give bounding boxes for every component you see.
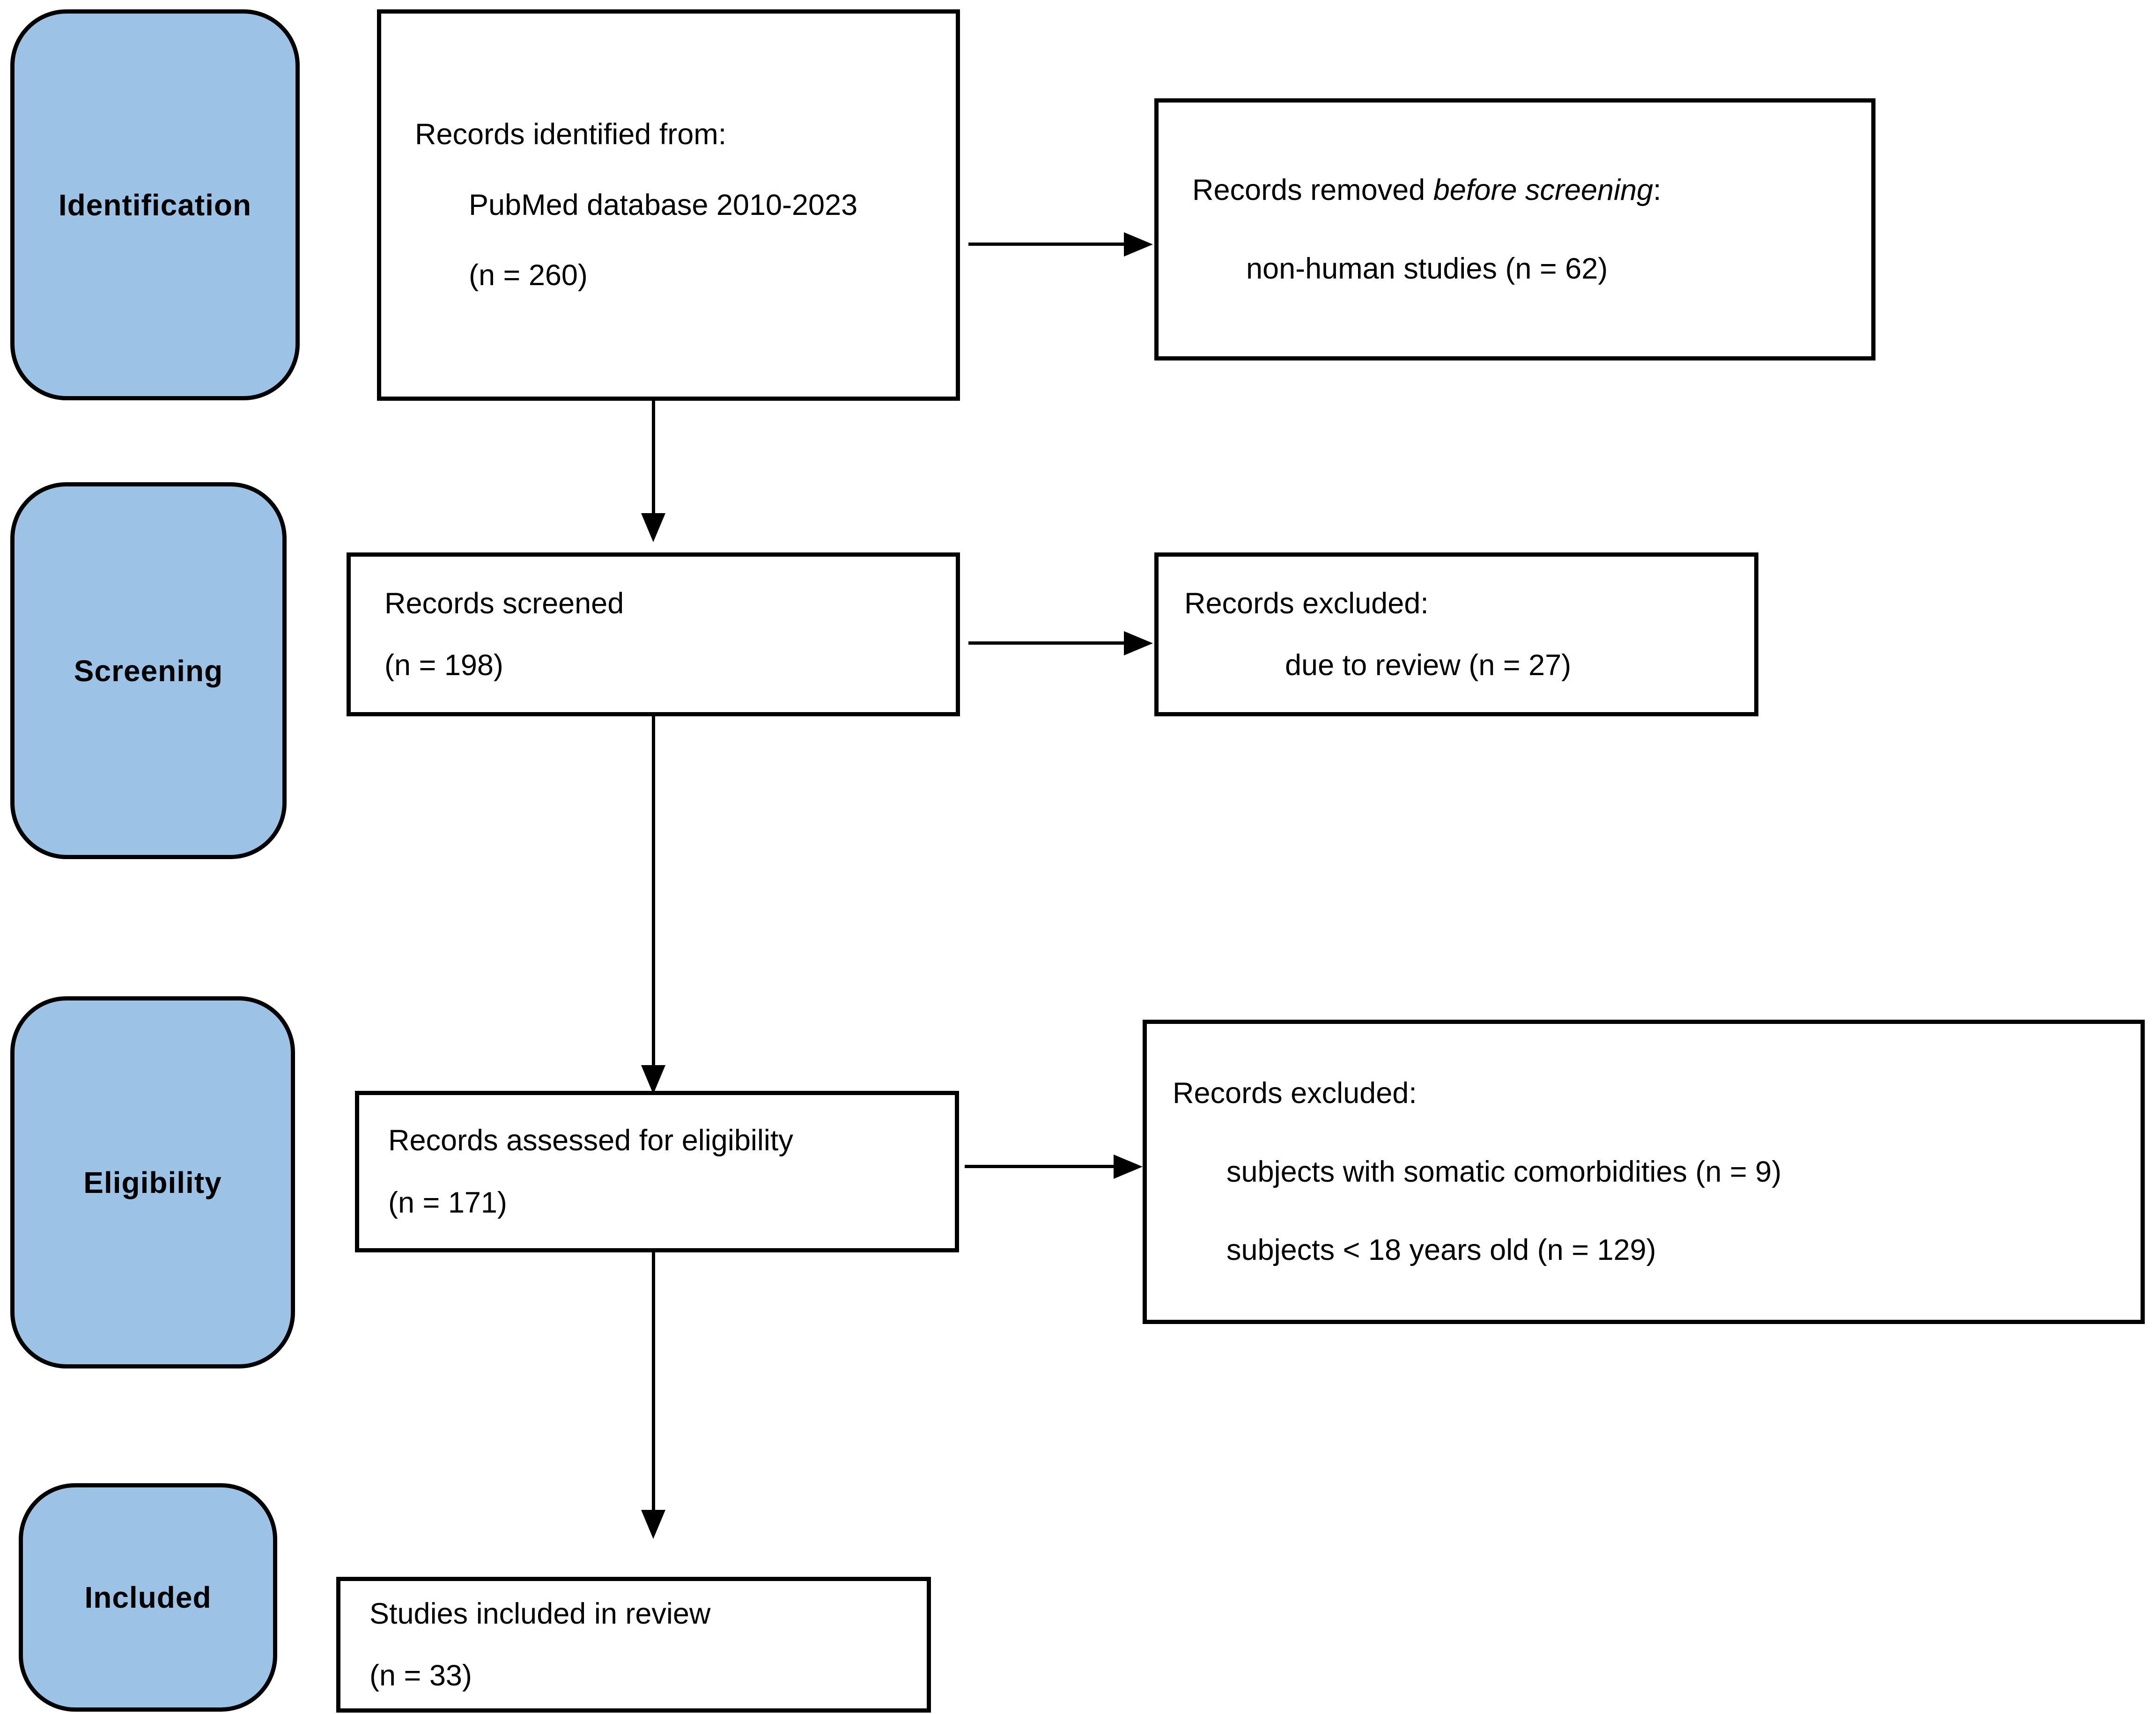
- spacer: [415, 152, 946, 188]
- box-records-identified: Records identified from: PubMed database…: [377, 9, 960, 401]
- arrowhead-assessed-to-included: [641, 1510, 665, 1539]
- records-identified-count: (n = 260): [469, 259, 588, 292]
- connector-identified-to-screened: [652, 401, 655, 515]
- spacer: [369, 1631, 917, 1659]
- connector-assessed-to-excluded: [965, 1165, 1117, 1168]
- spacer: [1173, 1111, 2131, 1155]
- stage-pill-eligibility: Eligibility: [10, 996, 295, 1368]
- arrowhead-assessed-to-excluded: [1114, 1155, 1143, 1179]
- arrowhead-identified-to-screened: [641, 513, 665, 542]
- stage-label-screening: Screening: [74, 654, 223, 688]
- box-records-assessed: Records assessed for eligibility (n = 17…: [355, 1091, 959, 1252]
- records-excluded-eligibility-heading: Records excluded:: [1173, 1077, 1417, 1110]
- records-removed-heading: Records removed before screening:: [1192, 173, 1862, 207]
- studies-included-label: Studies included in review: [369, 1597, 711, 1630]
- spacer: [1184, 620, 1745, 648]
- spacer: [384, 620, 946, 648]
- connector-assessed-to-included: [652, 1252, 655, 1512]
- stage-label-identification: Identification: [58, 188, 252, 222]
- stage-label-eligibility: Eligibility: [83, 1165, 222, 1199]
- stage-pill-identification: Identification: [10, 9, 300, 400]
- box-records-removed-before-screening: Records removed before screening: non-hu…: [1154, 98, 1875, 360]
- records-removed-heading-suffix: :: [1653, 174, 1661, 207]
- stage-label-included: Included: [84, 1581, 212, 1614]
- records-identified-line1: Records identified from:: [415, 118, 727, 151]
- records-screened-count: (n = 198): [384, 649, 503, 682]
- stage-pill-included: Included: [19, 1483, 277, 1712]
- box-records-excluded-screening: Records excluded: due to review (n = 27): [1154, 552, 1758, 716]
- connector-screened-to-excluded: [968, 641, 1128, 645]
- arrowhead-screened-to-excluded: [1124, 631, 1153, 655]
- box-records-excluded-eligibility: Records excluded: subjects with somatic …: [1143, 1020, 2145, 1324]
- records-assessed-count: (n = 171): [388, 1186, 507, 1219]
- arrowhead-screened-to-assessed: [641, 1065, 665, 1094]
- spacer: [1173, 1189, 2131, 1233]
- box-records-screened: Records screened (n = 198): [347, 552, 960, 716]
- arrowhead-identified-to-removed: [1124, 232, 1153, 257]
- box-studies-included: Studies included in review (n = 33): [336, 1577, 931, 1713]
- connector-screened-to-assessed: [652, 716, 655, 1067]
- connector-identified-to-removed: [968, 243, 1128, 246]
- records-excluded-screening-heading: Records excluded:: [1184, 587, 1429, 620]
- records-excluded-eligibility-detail-2: subjects < 18 years old (n = 129): [1226, 1234, 1656, 1267]
- spacer: [1192, 207, 1862, 252]
- studies-included-count: (n = 33): [369, 1659, 472, 1692]
- records-excluded-screening-detail: due to review (n = 27): [1285, 649, 1572, 682]
- records-excluded-eligibility-detail-1: subjects with somatic comorbidities (n =…: [1226, 1155, 1782, 1188]
- records-removed-heading-italic: before screening: [1433, 174, 1654, 207]
- spacer: [415, 222, 946, 258]
- records-removed-heading-prefix: Records removed: [1192, 174, 1433, 207]
- records-identified-source: PubMed database 2010-2023: [469, 188, 858, 221]
- spacer: [388, 1158, 945, 1186]
- stage-pill-screening: Screening: [10, 482, 287, 859]
- records-removed-detail: non-human studies (n = 62): [1246, 252, 1608, 285]
- records-screened-label: Records screened: [384, 587, 624, 620]
- records-assessed-label: Records assessed for eligibility: [388, 1124, 793, 1157]
